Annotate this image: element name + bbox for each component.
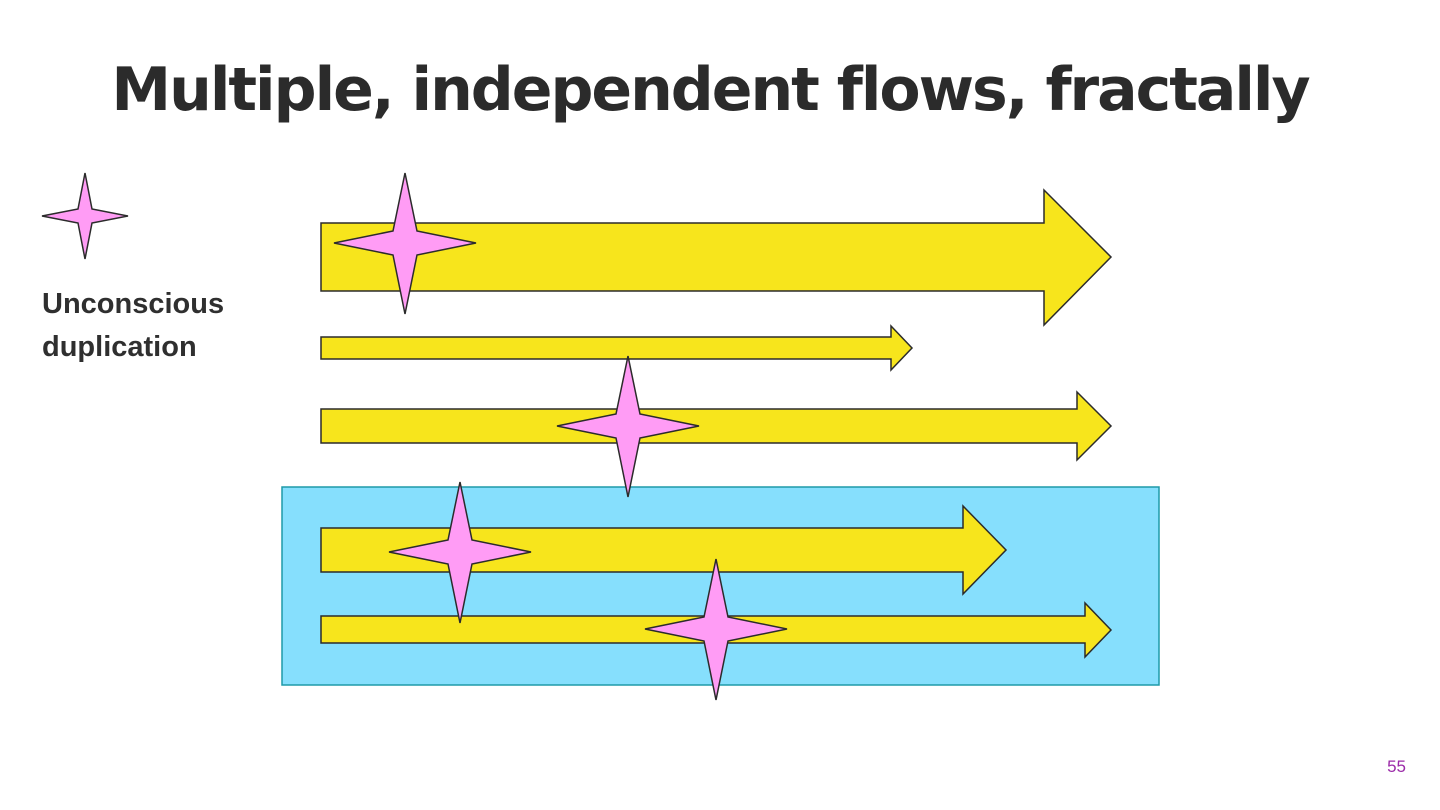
- slide-title: Multiple, independent flows, fractally: [111, 55, 1310, 125]
- legend-star-icon: [41, 172, 129, 260]
- page-number: 55: [1387, 757, 1406, 776]
- duplication-star-icon-3: [388, 481, 532, 624]
- legend-label-line-1: Unconscious: [42, 288, 225, 320]
- duplication-star-icon-1: [333, 172, 477, 315]
- flow-arrow-3: [320, 390, 1113, 462]
- flow-arrow-1: [320, 188, 1113, 327]
- flow-arrow-2: [320, 324, 914, 372]
- legend-label: Unconscious duplication: [42, 283, 282, 369]
- duplication-star-icon-4: [644, 558, 788, 701]
- legend-label-line-2: duplication: [42, 331, 197, 363]
- flow-arrow-4: [320, 504, 1008, 596]
- duplication-star-icon-2: [556, 355, 700, 498]
